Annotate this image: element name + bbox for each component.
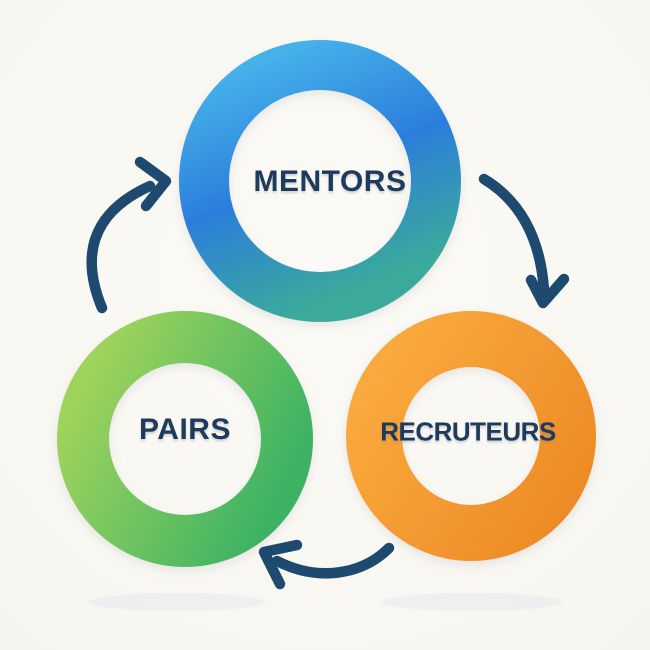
pairs-ring bbox=[57, 311, 313, 567]
arrow-shaft bbox=[478, 173, 550, 296]
curved-arrow-mentors-to-recruteurs-icon bbox=[478, 173, 570, 309]
mentors-ring bbox=[179, 40, 461, 322]
arrow-shaft bbox=[86, 180, 156, 314]
arrowhead-icon bbox=[525, 273, 570, 309]
curved-arrow-pairs-to-mentors-icon bbox=[86, 156, 172, 314]
curved-arrow-recruteurs-to-pairs-icon bbox=[258, 539, 395, 590]
recruteurs-ring bbox=[346, 311, 596, 561]
node-label-recruteurs: RECRUTEURS bbox=[380, 416, 556, 447]
node-label-mentors: MENTORS bbox=[253, 165, 407, 198]
ground-shadow-recruteurs bbox=[382, 593, 562, 611]
node-label-pairs: PAIRS bbox=[139, 413, 231, 446]
arrowhead-icon bbox=[134, 156, 172, 212]
ground-shadow-pairs bbox=[89, 593, 265, 611]
arrowhead-icon bbox=[258, 539, 303, 590]
arrow-shaft bbox=[271, 542, 395, 579]
